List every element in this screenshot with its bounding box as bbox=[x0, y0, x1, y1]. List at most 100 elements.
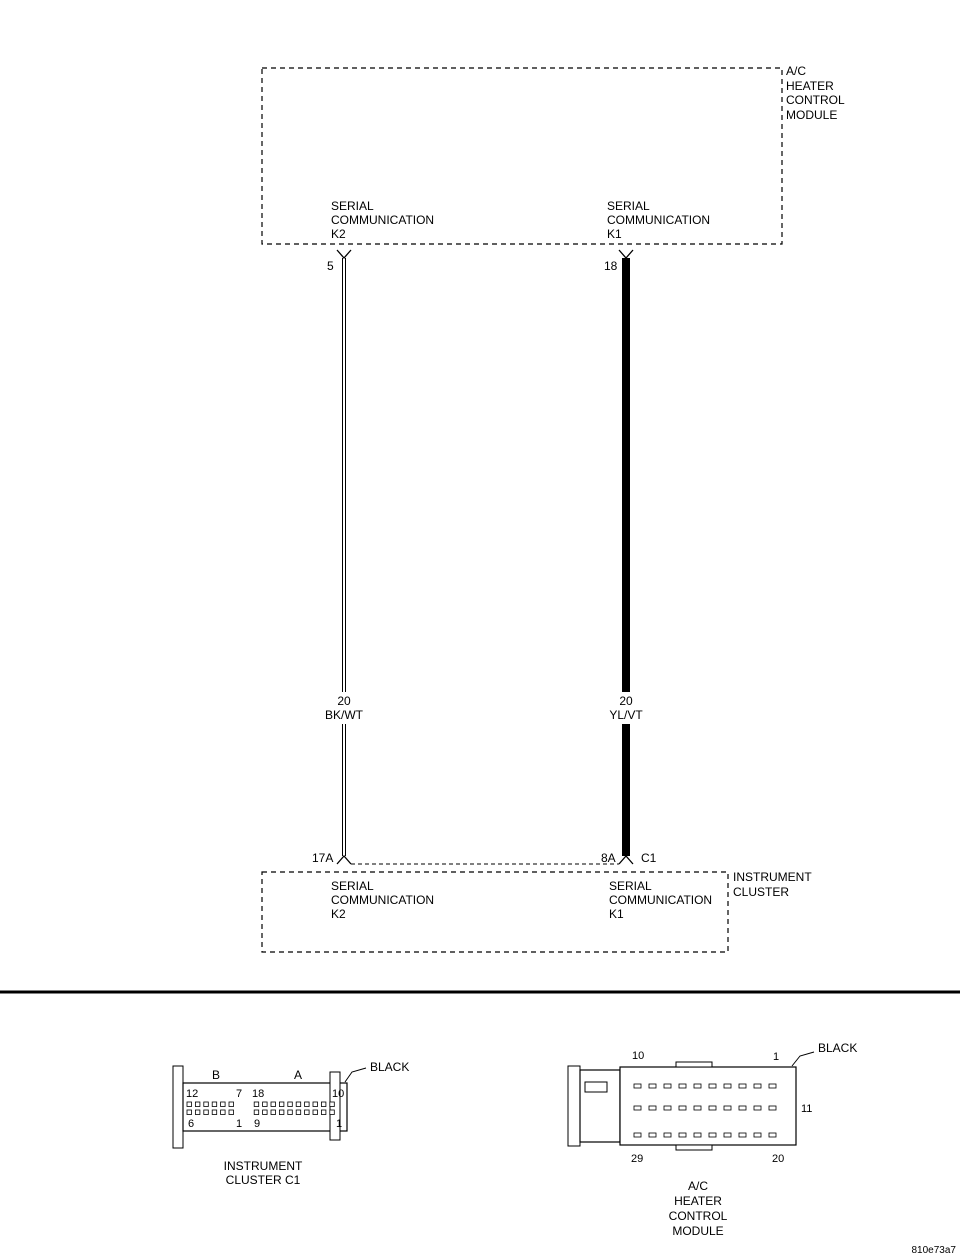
bottom-k2-pin-number: 17A bbox=[312, 851, 333, 865]
connector-latch-left bbox=[172, 1065, 184, 1149]
pin-label: 10 bbox=[332, 1088, 344, 1100]
pin-cavity bbox=[312, 1109, 318, 1115]
bottom-k2-label: SERIAL COMMUNICATION K2 bbox=[331, 879, 434, 921]
wire-right-label: 20 YL/VT bbox=[609, 694, 643, 722]
bottom-k1-terminal bbox=[618, 855, 634, 865]
connector-pin-grid bbox=[186, 1101, 335, 1115]
pin-cavity bbox=[633, 1105, 642, 1111]
wire-left-label: 20 BK/WT bbox=[325, 694, 364, 722]
pin-cavity bbox=[262, 1101, 268, 1107]
pin-cavity bbox=[693, 1083, 702, 1089]
pin-cavity bbox=[663, 1083, 672, 1089]
pin-cavity bbox=[663, 1105, 672, 1111]
pin-label: 12 bbox=[186, 1088, 198, 1100]
pin-cavity bbox=[768, 1083, 777, 1089]
pin-cavity bbox=[253, 1101, 260, 1107]
connector-name-line: CONTROL bbox=[669, 1209, 728, 1223]
pin-cavity bbox=[320, 1109, 327, 1115]
pin-cavity bbox=[329, 1109, 335, 1115]
pin-cavity bbox=[708, 1105, 717, 1111]
connector-key-top bbox=[675, 1061, 713, 1068]
top-k1-line: SERIAL bbox=[607, 199, 650, 213]
connector-name-line: INSTRUMENT bbox=[224, 1159, 303, 1173]
connector-name-line: CLUSTER C1 bbox=[226, 1173, 301, 1187]
pin-label: 10 bbox=[632, 1050, 644, 1062]
pin-cavity bbox=[648, 1105, 657, 1111]
pin-cavity bbox=[329, 1101, 335, 1107]
top-module-name-line: MODULE bbox=[786, 108, 837, 122]
black-leader-line bbox=[791, 1051, 815, 1067]
pin-cavity bbox=[287, 1101, 293, 1107]
connector-name-line: MODULE bbox=[672, 1224, 723, 1238]
pin-cavity bbox=[753, 1083, 762, 1089]
top-k2-line: K2 bbox=[331, 227, 346, 241]
top-k2-line: COMMUNICATION bbox=[331, 213, 434, 227]
connector-pin-grid bbox=[633, 1083, 777, 1138]
pin-cavity bbox=[220, 1101, 226, 1107]
pin-cavity bbox=[304, 1109, 310, 1115]
pin-label: 1 bbox=[236, 1118, 242, 1130]
pin-cavity bbox=[648, 1083, 657, 1089]
pin-cavity bbox=[738, 1083, 747, 1089]
top-k2-line: SERIAL bbox=[331, 199, 374, 213]
pin-label: 18 bbox=[252, 1088, 264, 1100]
top-k1-line: COMMUNICATION bbox=[607, 213, 710, 227]
connector-slot bbox=[584, 1081, 608, 1093]
bottom-k1-line: COMMUNICATION bbox=[609, 893, 712, 907]
pin-cavity bbox=[723, 1132, 732, 1138]
top-module-name-line: HEATER bbox=[786, 79, 834, 93]
pin-cavity bbox=[678, 1083, 687, 1089]
bottom-k2-line: COMMUNICATION bbox=[331, 893, 434, 907]
pin-label: 1 bbox=[773, 1051, 779, 1063]
top-k1-terminal bbox=[618, 249, 634, 259]
pin-cavity bbox=[203, 1109, 209, 1115]
pin-cavity bbox=[228, 1101, 234, 1107]
pin-cavity bbox=[738, 1105, 747, 1111]
pin-cavity bbox=[678, 1132, 687, 1138]
bottom-module-name-line: CLUSTER bbox=[733, 885, 789, 899]
section-b-label: B bbox=[212, 1068, 220, 1082]
bottom-k2-line: K2 bbox=[331, 907, 346, 921]
pin-cavity bbox=[211, 1101, 218, 1107]
connector-ac-heater-module: BLACK 10 1 11 29 20 A/C HEATER CONTROL M… bbox=[567, 1041, 857, 1238]
pin-cavity bbox=[738, 1132, 747, 1138]
pin-cavity bbox=[708, 1132, 717, 1138]
pin-cavity bbox=[693, 1105, 702, 1111]
wire-left-gauge: 20 bbox=[337, 694, 351, 708]
instrument-cluster-title: INSTRUMENT CLUSTER bbox=[733, 870, 812, 899]
pin-cavity bbox=[320, 1101, 327, 1107]
top-module-name-line: A/C bbox=[786, 64, 806, 78]
connector-body bbox=[182, 1082, 348, 1132]
bottom-k1-pin-number: 8A bbox=[601, 851, 616, 865]
connector-color-label: BLACK bbox=[818, 1041, 857, 1055]
pin-cavity bbox=[295, 1101, 302, 1107]
ac-heater-module-box bbox=[261, 67, 783, 245]
connector-instrument-cluster-c1: BLACK B A 12 7 18 10 6 1 9 1 INSTRUMENT … bbox=[172, 1060, 409, 1187]
pin-cavity bbox=[228, 1109, 234, 1115]
pin-label: 1 bbox=[336, 1118, 342, 1130]
pin-cavity bbox=[270, 1101, 276, 1107]
pin-cavity bbox=[287, 1109, 293, 1115]
pin-cavity bbox=[194, 1101, 201, 1107]
pin-cavity bbox=[312, 1101, 318, 1107]
connector-name-line: A/C bbox=[688, 1179, 708, 1193]
pin-cavity bbox=[278, 1109, 285, 1115]
black-leader-line bbox=[344, 1067, 367, 1083]
section-a-label: A bbox=[294, 1068, 302, 1082]
pin-label: 20 bbox=[772, 1153, 784, 1165]
pin-cavity bbox=[768, 1105, 777, 1111]
pin-cavity bbox=[723, 1083, 732, 1089]
bottom-k1-line: SERIAL bbox=[609, 879, 652, 893]
wire-bk-wt bbox=[342, 258, 346, 856]
pin-cavity bbox=[262, 1109, 268, 1115]
top-module-name-line: CONTROL bbox=[786, 93, 845, 107]
pin-cavity bbox=[278, 1101, 285, 1107]
pin-label: 9 bbox=[254, 1118, 260, 1130]
connector-key-bottom bbox=[675, 1144, 713, 1151]
top-k2-label: SERIAL COMMUNICATION K2 bbox=[331, 199, 434, 241]
pin-cavity bbox=[633, 1132, 642, 1138]
wire-yl-vt bbox=[622, 258, 630, 856]
instrument-cluster-box bbox=[261, 871, 729, 953]
wire-right-gauge: 20 bbox=[619, 694, 633, 708]
